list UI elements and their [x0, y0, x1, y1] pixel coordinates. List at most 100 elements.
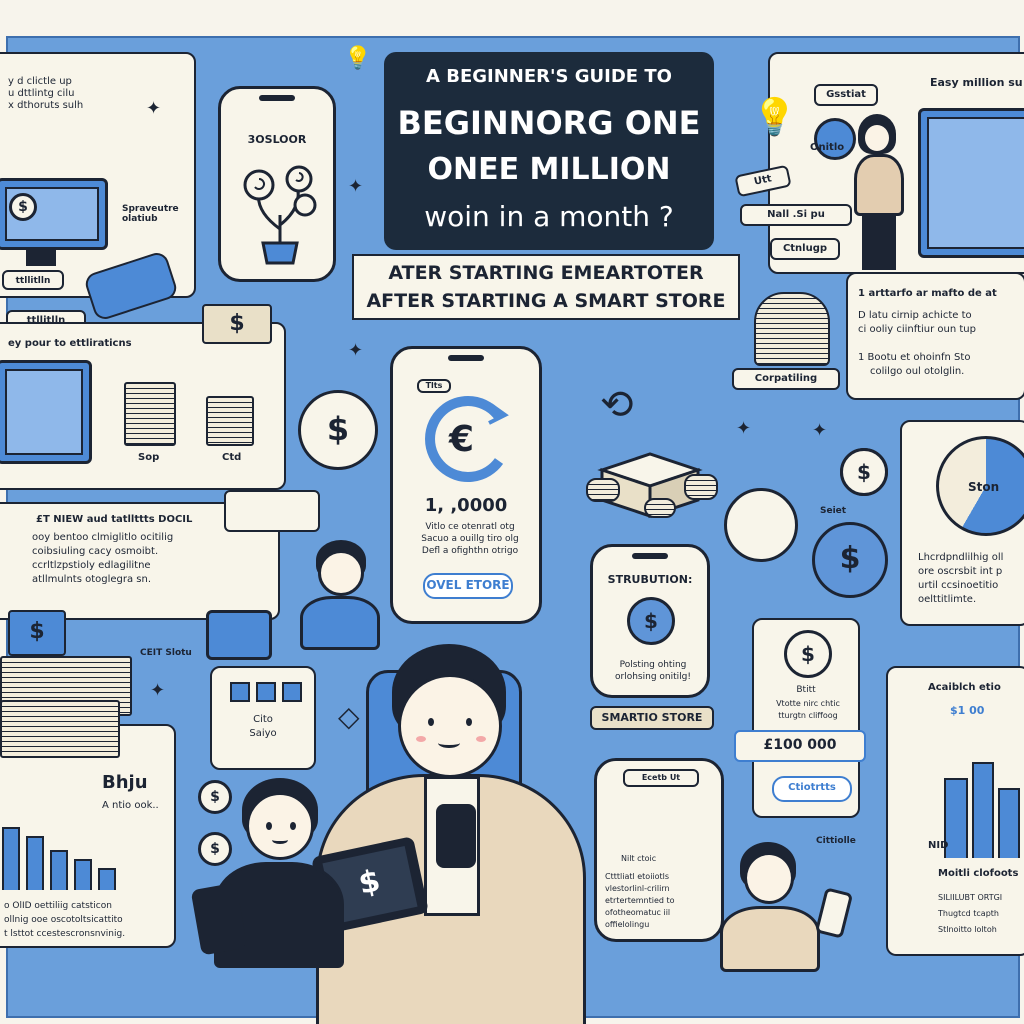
center-phone-line-2: Sacuo a ouillg tiro olg [421, 534, 519, 544]
coin-stack-large [754, 292, 830, 366]
right-list-card: 1 arttarfo ar mafto de at D latu cirnip … [846, 272, 1024, 400]
center-phone-line-3: Defl a ofighthn otrigo [421, 546, 519, 556]
dollar-coin-icon-card: $ [784, 630, 832, 678]
left-lower-line-3: ccrltlzpstioly edlagilitne [32, 560, 151, 571]
dollar-bill-icon: $ [202, 304, 272, 344]
bottom-phone-line-4: etrtertemntied to [605, 896, 675, 905]
subtitle-line-2: AFTER STARTING A SMART STORE [366, 290, 726, 312]
center-phone-amount: 1, ,0000 [424, 495, 508, 516]
woman-figure [850, 114, 910, 274]
left-top-monitor: $ [0, 178, 108, 250]
sparkle-icon-5: ✦ [150, 680, 166, 701]
sparkle-icon-6: ✦ [736, 418, 752, 439]
sparkle-icon-4: ✦ [812, 420, 828, 441]
right-list-4: 1 Bootu et ohoinfn Sto [858, 352, 971, 363]
store-button[interactable]: OVEL ETORE [423, 573, 513, 599]
right-bottom-line-2: Thugtcd tcapth [938, 909, 999, 918]
coin-stack-small-2 [684, 474, 718, 500]
right-character [720, 842, 820, 972]
lightbulb-icon: 💡 [344, 46, 372, 71]
bottom-phone-line-6: offielolingu [605, 920, 650, 929]
chart-left-label: CEIT Slotu [140, 648, 192, 658]
left-top-text: y d clictle up u dttlintg cilu x dthorut… [8, 76, 84, 111]
city-bar-2 [972, 762, 994, 858]
coin-stack-small-1 [586, 478, 620, 502]
right-mid-line-1: Lhcrdpndlilhig oll [918, 552, 1004, 563]
left-lower-heading: £T NIEW aud tatllttts DOCIL [36, 514, 193, 525]
strategy-line-2: orlohsing onitilg! [615, 672, 691, 682]
chart-bar-2 [26, 836, 44, 890]
chart-bar-1 [2, 827, 20, 890]
dollar-coin-icon-blue: $ [812, 522, 888, 598]
recycle-arrows-icon: ⟲ [600, 382, 634, 428]
right-bottom-line-1: SILIILUBT ORTGI [938, 893, 1003, 902]
right-mid-line-4: oelttitlimte. [918, 594, 977, 605]
pie-chart-icon [936, 436, 1024, 536]
left-top-card: y d clictle up u dttlintg cilu x dthorut… [0, 52, 196, 332]
chart-bar-5 [98, 867, 116, 890]
center-right-line-2: tturgtn cliffoog [778, 711, 838, 720]
chart-bar-3 [50, 849, 68, 890]
left-lower-badge [224, 490, 320, 532]
left-bottom-line-1: o OlID oettiliig catsticon [4, 901, 112, 911]
right-bottom-title: Acaiblch etio [928, 682, 1001, 693]
right-list-1: 1 arttarfo ar mafto de at [858, 288, 997, 299]
right-top-laptop [918, 108, 1024, 258]
left-bottom-card: Bhju A ntio ook.. o OlID oettiliig catst… [0, 724, 176, 948]
cash-stack-1 [124, 382, 176, 446]
right-list-3: ci ooliy ciinftiur oun tup [858, 324, 976, 335]
center-right-line-1: Vtotte nirc chtic [776, 699, 840, 708]
cash-pile-2 [0, 700, 120, 758]
left-bottom-brand: Bhju [102, 772, 148, 793]
right-list-2: D latu cirnip achicte to [858, 310, 972, 321]
right-tag-ctnlugp: Ctnlugp [770, 238, 840, 260]
monitor-stand [26, 250, 56, 266]
left-top-bottom-pill: ttllitlln [2, 270, 64, 290]
city-bar-3 [998, 788, 1020, 858]
dollar-coin-icon-strategy: $ [627, 597, 675, 645]
title-line-4: woin in a month ? [424, 200, 674, 233]
cash-bill-top: $ [8, 610, 66, 656]
target-circle-icon [814, 118, 856, 160]
dollar-coin-icon-large: $ [298, 390, 378, 470]
right-tag-nall: Nall .Si pu [740, 204, 852, 226]
left-lower-line-2: coibsiuling cacy osmoibt. [32, 546, 159, 557]
mid-bottom-label-1: Cito [253, 714, 273, 725]
bottom-phone-line-3: vlestorlinl-crilirn [605, 884, 670, 893]
euro-circle-icon: € [425, 396, 509, 482]
city-bar-1 [944, 778, 968, 858]
center-right-label: Btitt [796, 685, 816, 695]
left-mid-heading: ey pour to ettliraticns [8, 338, 132, 349]
chart-bar-4 [74, 858, 92, 890]
title-line-3: ONEE MILLION [427, 152, 671, 187]
plant-phone: 3OSLOOR [218, 86, 336, 282]
waving-character [270, 540, 380, 650]
left-lower-card: £T NIEW aud tatllttts DOCIL ooy bentoo c… [0, 490, 320, 620]
right-bottom-tag: NID [928, 840, 949, 851]
dollar-coin-icon-mini-1: $ [198, 780, 232, 814]
center-phone-badge: Tlts [417, 379, 451, 393]
bottom-phone-line-5: ofotheomatuc iil [605, 908, 671, 917]
stock-label: Corpatiling [732, 368, 840, 390]
float-label-1: Onitlo [810, 142, 845, 153]
strategy-phone: STRUBUTION: $ Polsting ohting orlohsing … [590, 544, 710, 698]
bottom-phone-top: Ecetb Ut [623, 769, 699, 787]
coin-stack-small-3 [644, 498, 676, 518]
mid-bottom-card: Cito Saiyo [210, 666, 316, 770]
main-character [316, 644, 586, 1024]
right-bottom-card: Acaiblch etio $1 00 NID Moitli clofoots … [886, 666, 1024, 956]
bottom-right-phone: Ecetb Ut Nilt ctoic Ctttliatl etoiiotls … [594, 758, 724, 942]
right-top-title: Easy million su [930, 76, 1023, 89]
pie-label: Ston [968, 480, 1000, 494]
left-mid-label-1: Sop [138, 452, 160, 463]
lightbulb-icon-right: 💡 [752, 97, 797, 138]
float-label-3: Seiet [820, 506, 847, 516]
mid-bottom-label-2: Saiyo [249, 728, 277, 739]
smart-store-tag: SMARTIO STORE [590, 706, 714, 730]
right-list-5: colilgo oul otolglin. [870, 366, 965, 377]
money-plant-icon [243, 165, 317, 265]
svg-text:€: € [448, 419, 474, 460]
left-bottom-line-3: t lsttot ccestescronsnvinig. [4, 929, 126, 939]
dollar-coin-icon-mini-3: $ [840, 448, 888, 496]
center-right-button[interactable]: Ctiotrtts [772, 776, 852, 802]
